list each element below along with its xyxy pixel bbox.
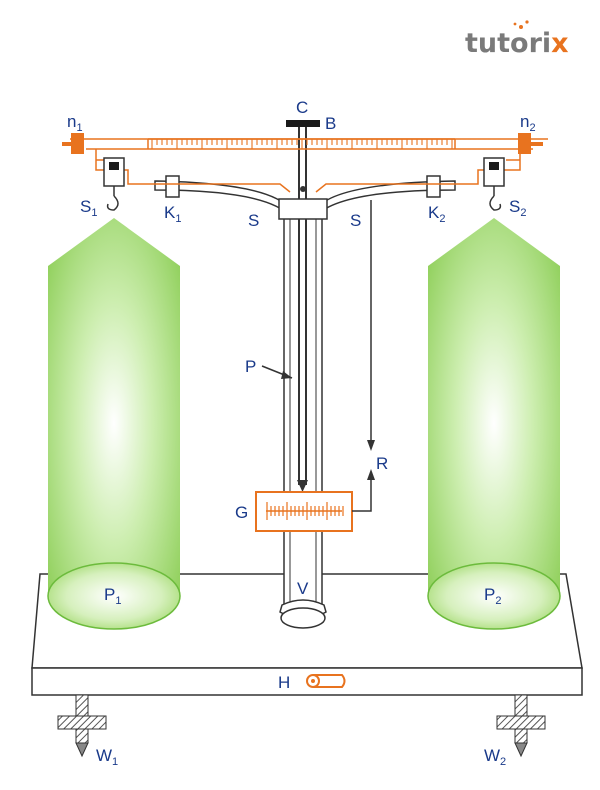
- stirrup-right: [483, 157, 505, 211]
- svg-text:tutorix: tutorix: [465, 28, 569, 59]
- label-v: V: [297, 579, 309, 598]
- central-pillar: [279, 217, 327, 629]
- arresting-handle: [306, 674, 346, 688]
- label-p2: P2: [484, 585, 501, 607]
- label-p1: P1: [104, 585, 121, 607]
- pointer-leader-arrow: [281, 371, 292, 379]
- label-p: P: [245, 357, 256, 376]
- levelling-screw-left: [57, 694, 107, 758]
- label-r: R: [376, 454, 388, 473]
- tutorix-logo: tutorix: [465, 20, 569, 59]
- label-b: B: [325, 114, 336, 133]
- pan-right: [427, 218, 561, 630]
- label-s-left: S: [248, 211, 259, 230]
- label-h: H: [278, 673, 290, 692]
- label-k1: K1: [164, 203, 181, 225]
- pointer: [297, 125, 308, 492]
- balance-beam: [70, 120, 548, 193]
- label-c: C: [296, 98, 308, 117]
- label-n1: n1: [67, 112, 83, 134]
- label-n2: n2: [520, 112, 536, 134]
- pan-left: [47, 218, 181, 630]
- label-w2: W2: [484, 746, 506, 768]
- plumb-rod: [352, 200, 375, 512]
- stirrup-left: [103, 157, 125, 211]
- graduated-scale: [255, 491, 353, 532]
- balancing-nut-left: [62, 133, 84, 154]
- label-s-right: S: [350, 211, 361, 230]
- levelling-screw-right: [496, 694, 546, 758]
- label-g: G: [235, 503, 248, 522]
- label-s2: S2: [509, 197, 526, 219]
- label-s1: S1: [80, 197, 97, 219]
- balancing-nut-right: [518, 133, 543, 154]
- label-k2: K2: [428, 203, 445, 225]
- label-w1: W1: [96, 746, 118, 768]
- beam-support-arm: [154, 175, 456, 220]
